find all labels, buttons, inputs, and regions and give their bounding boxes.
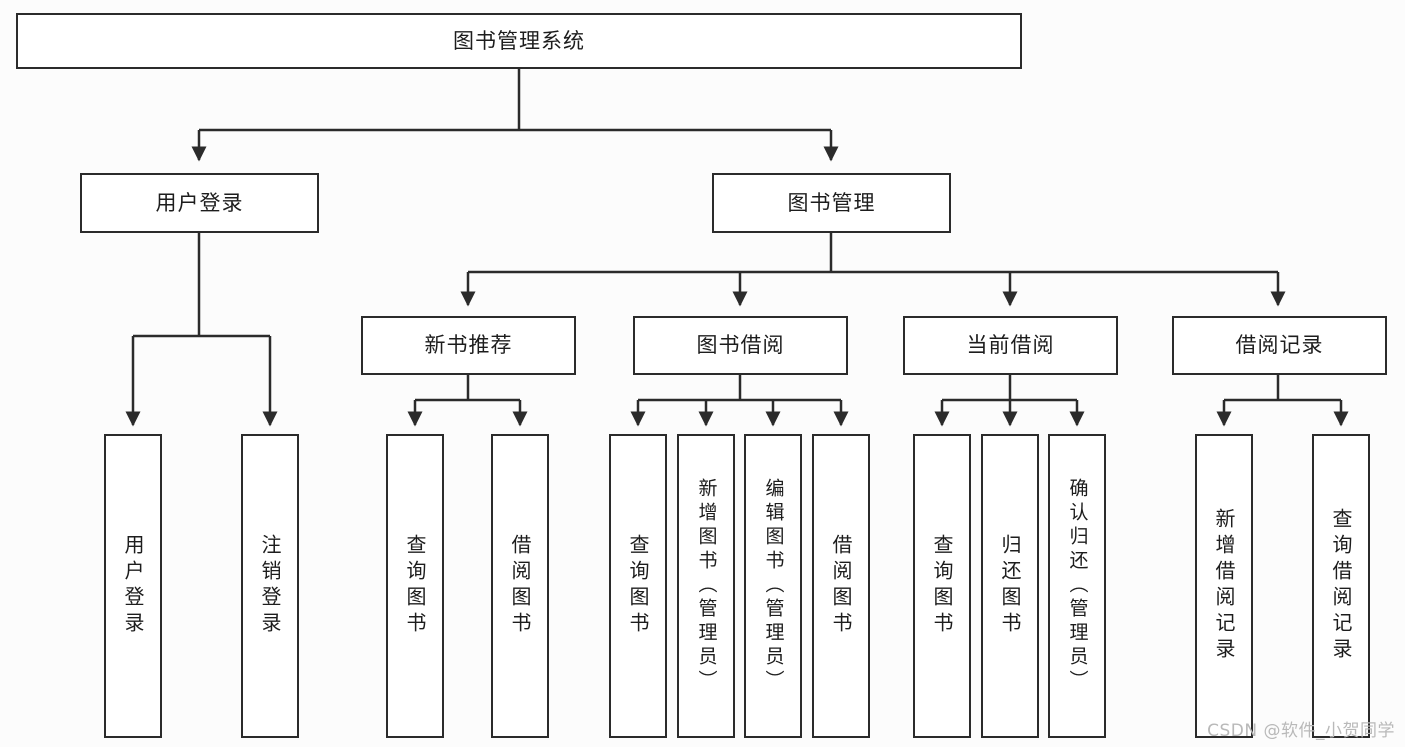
- node-leaf-query-borrow-record[interactable]: 查询借阅记录: [1312, 434, 1370, 738]
- node-leaf-edit-book-admin[interactable]: 编辑图书（管理员）: [744, 434, 802, 738]
- node-book-management-label: 图书管理: [787, 190, 876, 215]
- node-leaf-query-book-recommend-label: 查询图书: [403, 534, 427, 638]
- node-leaf-add-borrow-record-label: 新增借阅记录: [1212, 508, 1236, 664]
- node-borrow-record[interactable]: 借阅记录: [1172, 316, 1387, 375]
- node-leaf-borrow-book[interactable]: 借阅图书: [812, 434, 870, 738]
- node-leaf-borrow-book-label: 借阅图书: [829, 534, 853, 638]
- node-leaf-edit-book-admin-label: 编辑图书（管理员）: [762, 478, 785, 694]
- node-book-management[interactable]: 图书管理: [712, 173, 951, 233]
- node-root-label: 图书管理系统: [453, 28, 585, 53]
- node-leaf-query-book-borrow[interactable]: 查询图书: [609, 434, 667, 738]
- node-leaf-query-book-current-label: 查询图书: [930, 534, 954, 638]
- node-leaf-logout[interactable]: 注销登录: [241, 434, 299, 738]
- node-leaf-return-book-label: 归还图书: [998, 534, 1022, 638]
- csdn-watermark: CSDN @软件_小贺同学: [1207, 721, 1395, 741]
- node-leaf-return-book[interactable]: 归还图书: [981, 434, 1039, 738]
- node-leaf-add-book-admin[interactable]: 新增图书（管理员）: [677, 434, 735, 738]
- node-book-borrow-label: 图书借阅: [696, 333, 785, 358]
- node-leaf-confirm-return-admin-label: 确认归还（管理员）: [1066, 478, 1089, 694]
- node-leaf-user-login-label: 用户登录: [121, 534, 145, 638]
- node-user-login-label: 用户登录: [155, 190, 244, 215]
- node-leaf-query-borrow-record-label: 查询借阅记录: [1329, 508, 1353, 664]
- node-leaf-query-book-recommend[interactable]: 查询图书: [386, 434, 444, 738]
- node-borrow-record-label: 借阅记录: [1235, 333, 1324, 358]
- node-leaf-add-borrow-record[interactable]: 新增借阅记录: [1195, 434, 1253, 738]
- node-leaf-borrow-book-recommend[interactable]: 借阅图书: [491, 434, 549, 738]
- node-book-borrow[interactable]: 图书借阅: [633, 316, 848, 375]
- node-leaf-query-book-current[interactable]: 查询图书: [913, 434, 971, 738]
- node-current-borrow[interactable]: 当前借阅: [903, 316, 1118, 375]
- node-leaf-add-book-admin-label: 新增图书（管理员）: [695, 478, 718, 694]
- node-leaf-confirm-return-admin[interactable]: 确认归还（管理员）: [1048, 434, 1106, 738]
- node-new-book-recommend[interactable]: 新书推荐: [361, 316, 576, 375]
- node-leaf-borrow-book-recommend-label: 借阅图书: [508, 534, 532, 638]
- node-leaf-user-login[interactable]: 用户登录: [104, 434, 162, 738]
- node-new-book-recommend-label: 新书推荐: [424, 333, 513, 358]
- node-user-login[interactable]: 用户登录: [80, 173, 319, 233]
- node-root-book-management-system[interactable]: 图书管理系统: [16, 13, 1022, 69]
- node-leaf-query-book-borrow-label: 查询图书: [626, 534, 650, 638]
- node-leaf-logout-label: 注销登录: [258, 534, 282, 638]
- node-current-borrow-label: 当前借阅: [966, 333, 1055, 358]
